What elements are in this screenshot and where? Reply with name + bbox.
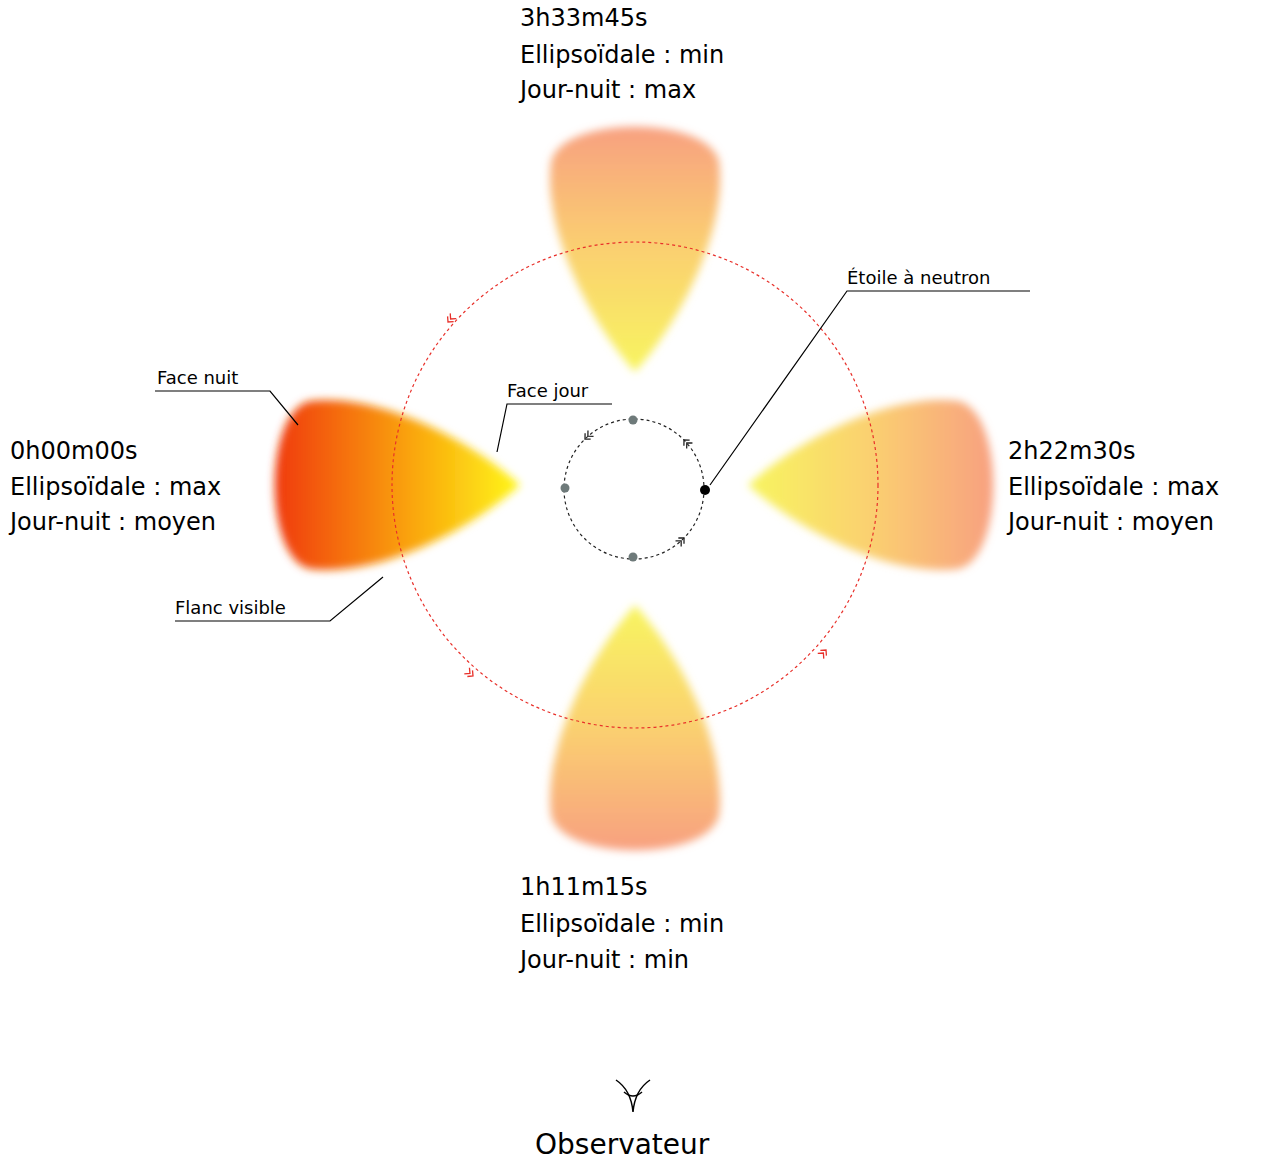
part-label: Face nuit (157, 364, 238, 391)
day-night-state: Jour-nuit : max (520, 72, 696, 108)
neutron-star-position (629, 416, 638, 425)
companion-star (550, 127, 720, 372)
ellipsoidal-state: Ellipsoïdale : max (10, 469, 221, 505)
ellipsoidal-state: Ellipsoïdale : min (520, 906, 724, 942)
day-night-state: Jour-nuit : moyen (10, 504, 216, 540)
phase-time: 3h33m45s (520, 0, 647, 36)
leader-lines (155, 291, 1030, 621)
day-night-state: Jour-nuit : moyen (1008, 504, 1214, 540)
ellipsoidal-state: Ellipsoïdale : max (1008, 469, 1219, 505)
neutron-orbit-arrows (582, 431, 692, 547)
neutron-star-orbit (564, 419, 704, 559)
orbit-arrows (445, 313, 829, 679)
companion-star (275, 400, 520, 570)
part-label: Étoile à neutron (847, 264, 990, 291)
companion-star (550, 605, 720, 850)
part-label: Face jour (507, 377, 588, 404)
phase-time: 0h00m00s (10, 433, 137, 469)
neutron-star-position (561, 484, 570, 493)
phase-time: 2h22m30s (1008, 433, 1135, 469)
neutron-star (700, 485, 710, 495)
neutron-star-position (629, 553, 638, 562)
observer-eye (616, 1080, 650, 1112)
day-night-state: Jour-nuit : min (520, 942, 689, 978)
part-label: Flanc visible (175, 594, 286, 621)
observer-label: Observateur (535, 1124, 709, 1166)
phase-time: 1h11m15s (520, 869, 647, 905)
ellipsoidal-state: Ellipsoïdale : min (520, 37, 724, 73)
companion-orbit (392, 242, 878, 728)
